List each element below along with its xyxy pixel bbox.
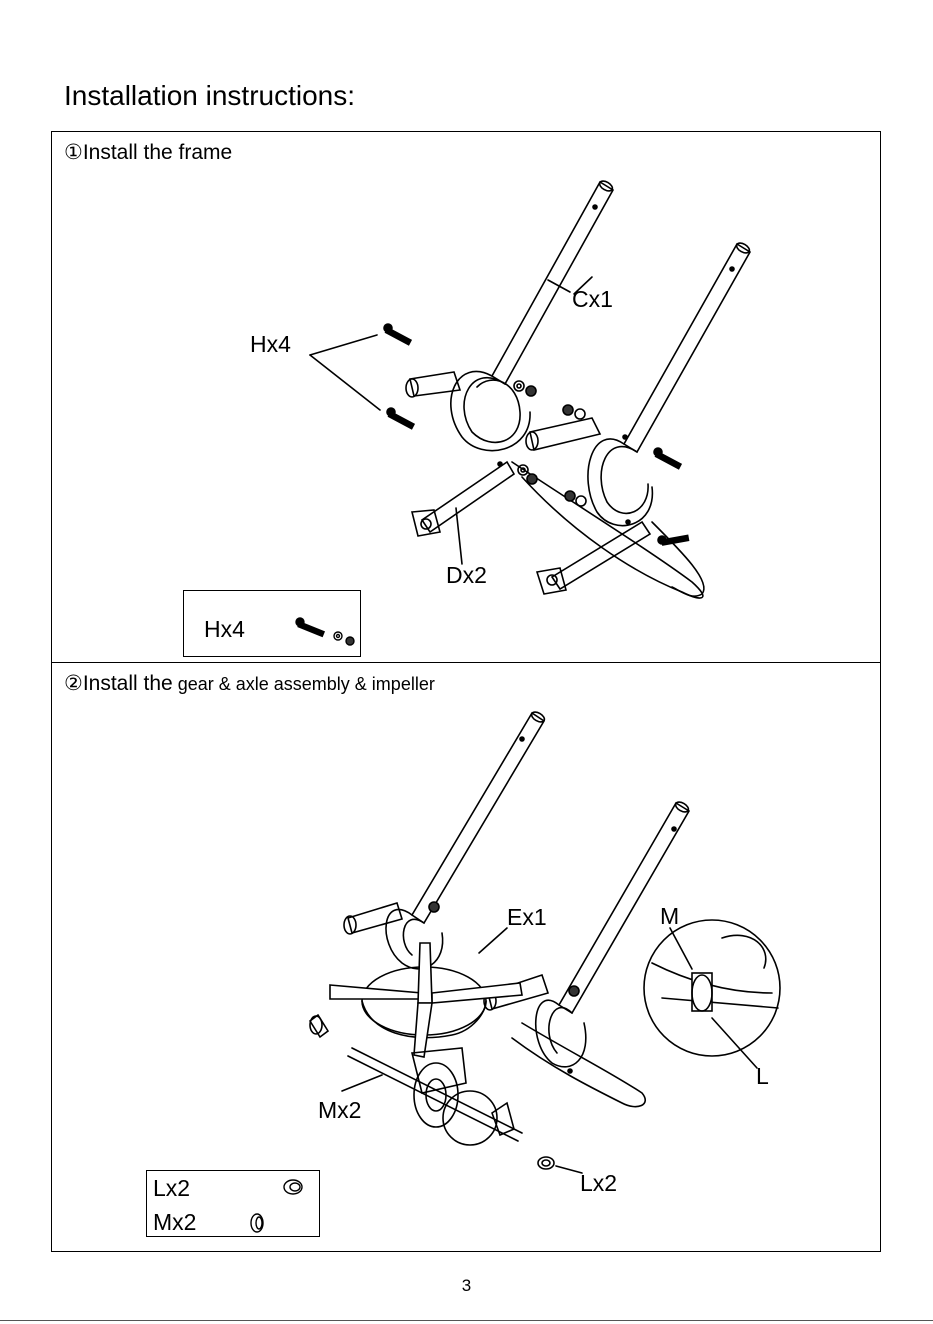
label-l: L — [756, 1063, 769, 1090]
label-m: M — [660, 903, 679, 930]
label-lx: Lx2 — [580, 1170, 617, 1197]
screw-2 — [387, 408, 414, 429]
page-heading: Installation instructions: — [64, 80, 355, 112]
screw-3 — [654, 448, 681, 469]
left-loop — [464, 378, 520, 443]
parts-legend-1: Hx4 — [183, 590, 361, 657]
gear-assembly-illustration — [52, 663, 882, 1253]
footer-divider — [0, 1320, 933, 1321]
step-1-panel: ①Install the frame — [51, 131, 881, 663]
bushing-and-ring-icons — [147, 1171, 321, 1238]
page-number: 3 — [0, 1276, 933, 1296]
label-d: Dx2 — [446, 562, 487, 589]
label-h: Hx4 — [250, 331, 291, 358]
screw-4 — [658, 535, 688, 544]
gear — [414, 1063, 458, 1127]
label-mx: Mx2 — [318, 1097, 361, 1124]
tube-right — [624, 244, 750, 452]
label-e: Ex1 — [507, 904, 547, 931]
bolt-icon — [184, 591, 362, 658]
label-c: Cx1 — [572, 286, 613, 313]
screw-1 — [384, 324, 411, 345]
step-2-panel: ②Install the gear & axle assembly & impe… — [51, 662, 881, 1252]
tube-d-left — [422, 462, 514, 532]
parts-legend-2: Lx2 Mx2 — [146, 1170, 320, 1237]
